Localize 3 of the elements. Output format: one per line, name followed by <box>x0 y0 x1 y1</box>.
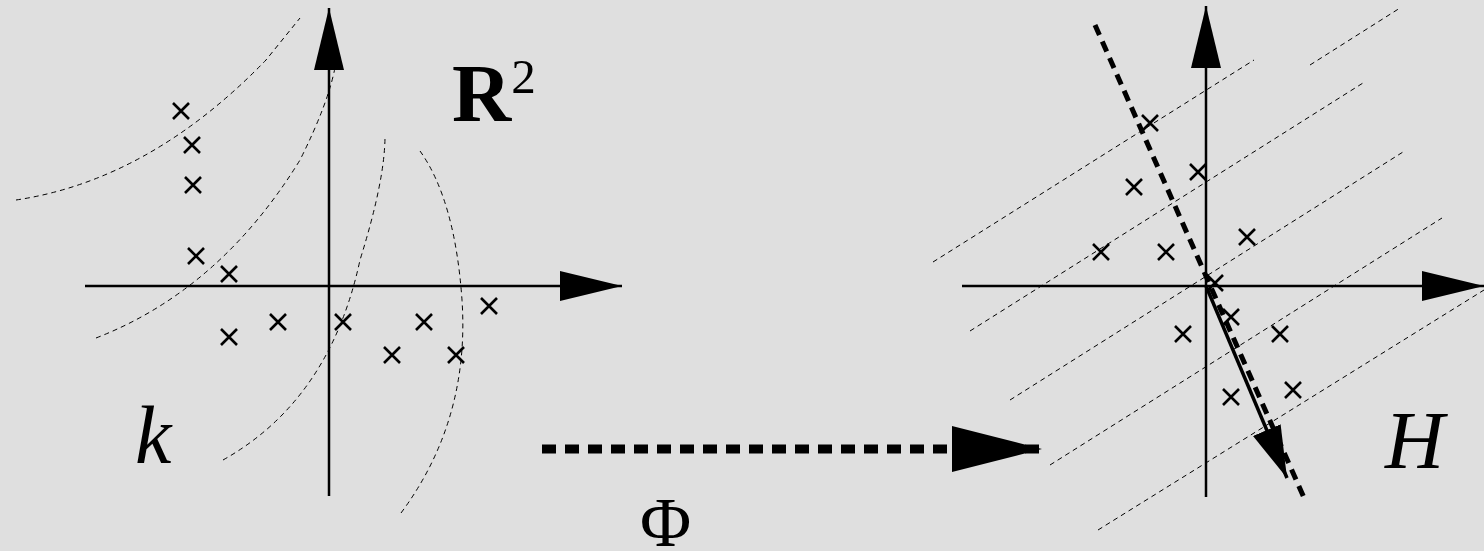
mapping-arrow <box>542 426 1042 472</box>
space-label: R$^{2}$ <box>452 52 536 136</box>
kernel-label: k <box>135 395 172 477</box>
